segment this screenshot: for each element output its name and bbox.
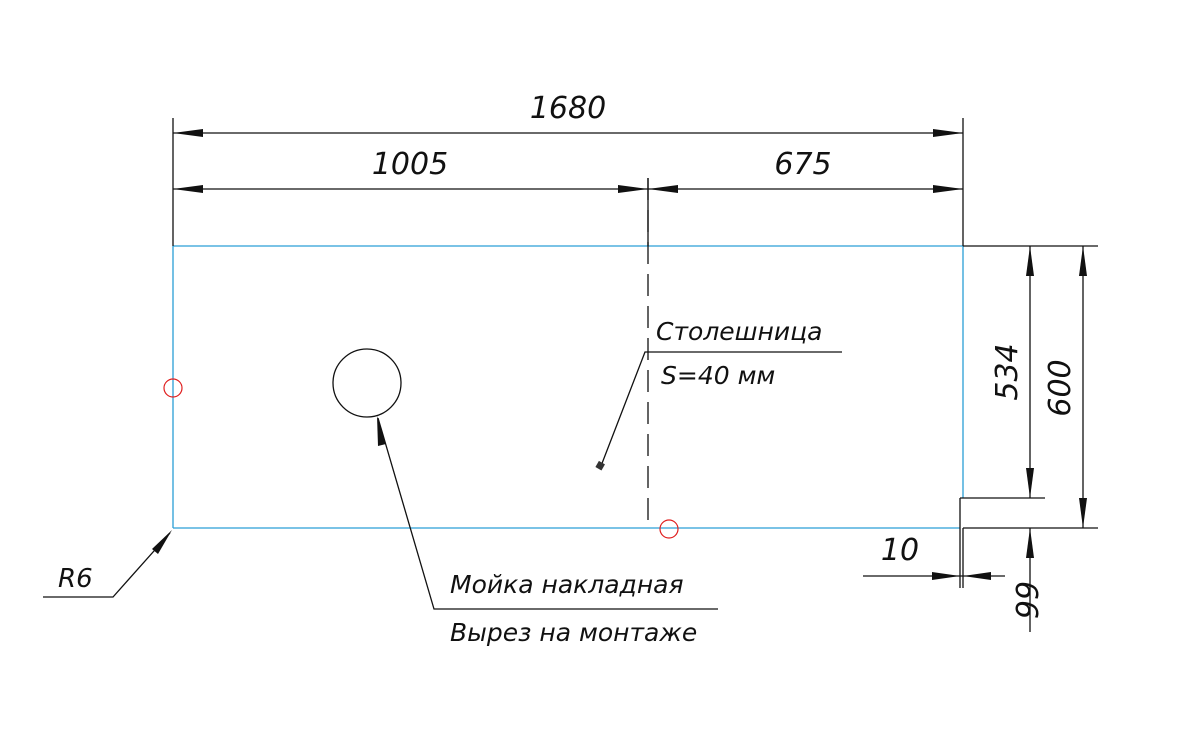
dimension-label: 600 [1043,359,1078,416]
marker-circle [163,378,183,398]
sink-callout: Мойка накладная Вырез на монтаже [377,416,718,647]
countertop-outline [172,245,964,529]
countertop-title: Столешница [656,317,822,346]
dimension-label: 534 [990,343,1025,400]
dimension-depth-total: 600 [1043,246,1087,528]
dimension-left-width: 1005 [173,147,648,193]
dimension-label: 10 [881,533,919,568]
sink-cutout [332,348,402,418]
sink-title: Мойка накладная [450,570,684,599]
sink-note: Вырез на монтаже [450,618,697,647]
dimension-depth-inner: 534 [990,246,1034,498]
dimension-label: 675 [774,147,831,182]
countertop-callout: Столешница S=40 мм [595,317,842,471]
dimension-label: 1005 [372,147,448,182]
countertop-thickness: S=40 мм [661,361,775,390]
dimension-right-width: 675 [648,147,963,193]
marker-circle [659,519,679,539]
corner-radius-callout: R6 [43,530,172,598]
dimension-label: R6 [58,564,93,594]
dimension-label: 1680 [530,91,606,126]
dimension-total-width: 1680 [173,91,963,137]
dimension-label: 66 [1008,581,1043,619]
dimension-offset-vertical: 66 [1008,528,1043,632]
dimension-offset-horizontal: 10 [863,533,1005,580]
